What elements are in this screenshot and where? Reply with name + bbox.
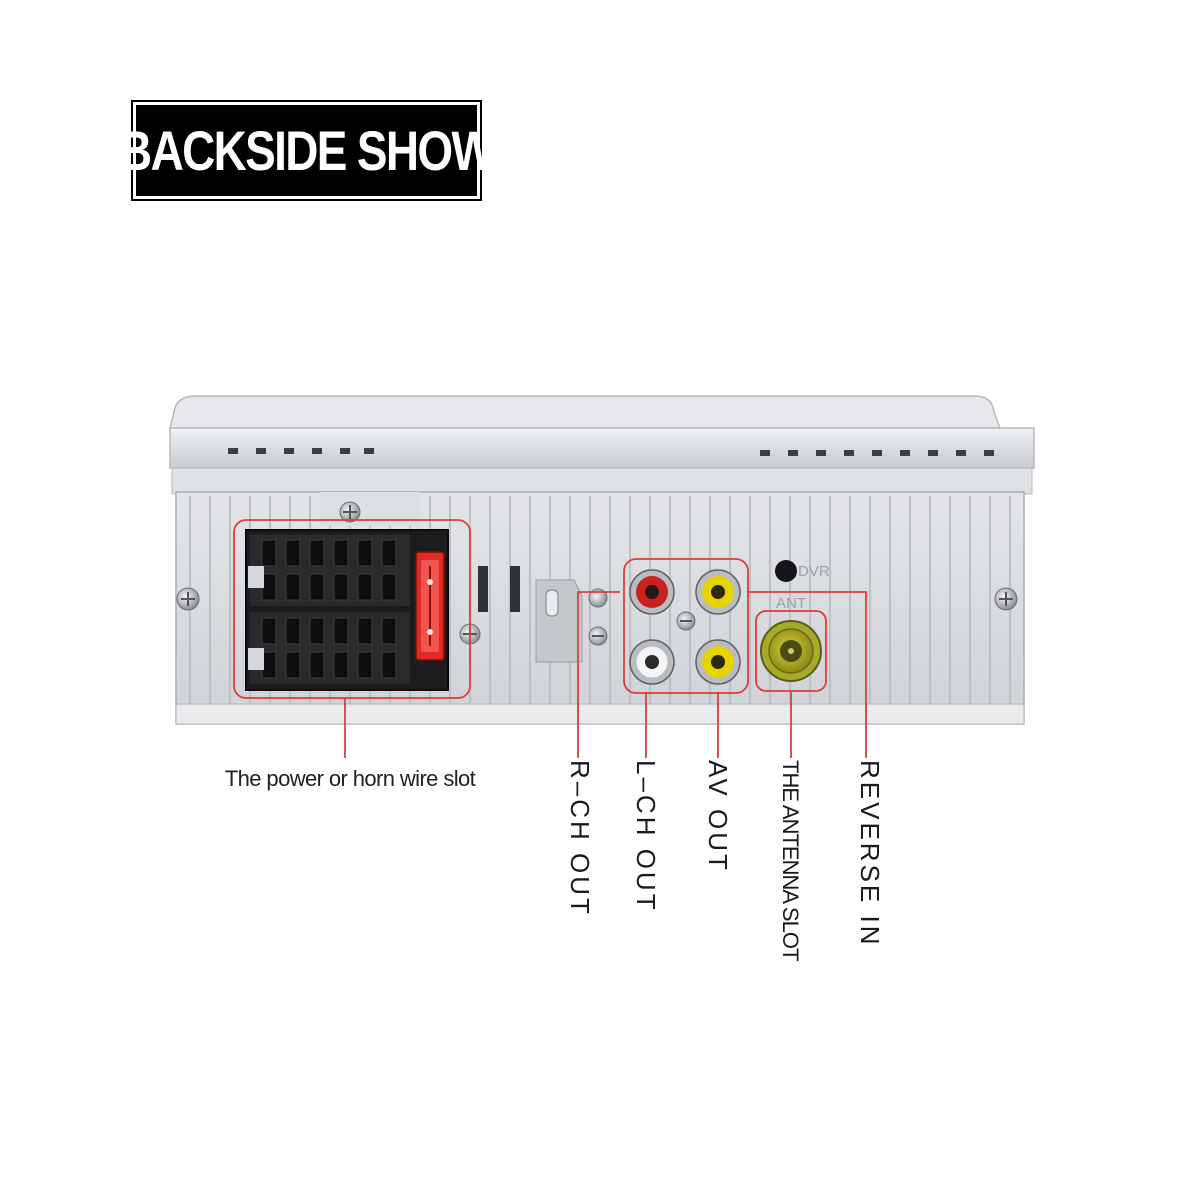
ant-marking: ANT (776, 595, 806, 612)
title-text: BACKSIDE SHOW (119, 119, 495, 182)
dvr-port (775, 560, 797, 582)
chassis-top (169, 395, 1035, 495)
panel-slots (478, 566, 520, 612)
leader-r-ch-out (577, 591, 620, 758)
label-av-out: AV OUT (703, 760, 733, 873)
fuse-icon (415, 551, 445, 661)
rca-jack-r-ch-out (629, 569, 675, 615)
title-banner: BACKSIDE SHOW (119, 100, 495, 201)
highlight-antenna (755, 610, 827, 692)
label-antenna-slot: THE ANTENNA SLOT (778, 760, 803, 961)
iso-wire-connector (245, 529, 449, 691)
highlight-power-slot (233, 519, 471, 699)
center-screw (676, 611, 696, 631)
label-reverse-in: REVERSE IN (855, 760, 885, 948)
highlight-rca-group (623, 558, 749, 694)
dvr-marking: DVR (798, 563, 830, 580)
rca-jack-l-ch-out (629, 639, 675, 685)
leader-reverse-in (748, 591, 867, 758)
antenna-socket (760, 620, 822, 682)
label-r-ch-out: R–CH OUT (565, 760, 595, 917)
top-screw (339, 501, 361, 523)
label-power-slot: The power or horn wire slot (224, 766, 476, 791)
title-banner-inner: BACKSIDE SHOW (119, 105, 495, 196)
rca-jack-reverse-in (695, 569, 741, 615)
highlight-callouts (233, 519, 867, 758)
ground-terminal (535, 579, 608, 663)
rca-jack-av-out (695, 639, 741, 685)
side-screw-right (994, 587, 1018, 611)
label-l-ch-out: L–CH OUT (631, 760, 661, 913)
side-screw-left (176, 587, 200, 611)
